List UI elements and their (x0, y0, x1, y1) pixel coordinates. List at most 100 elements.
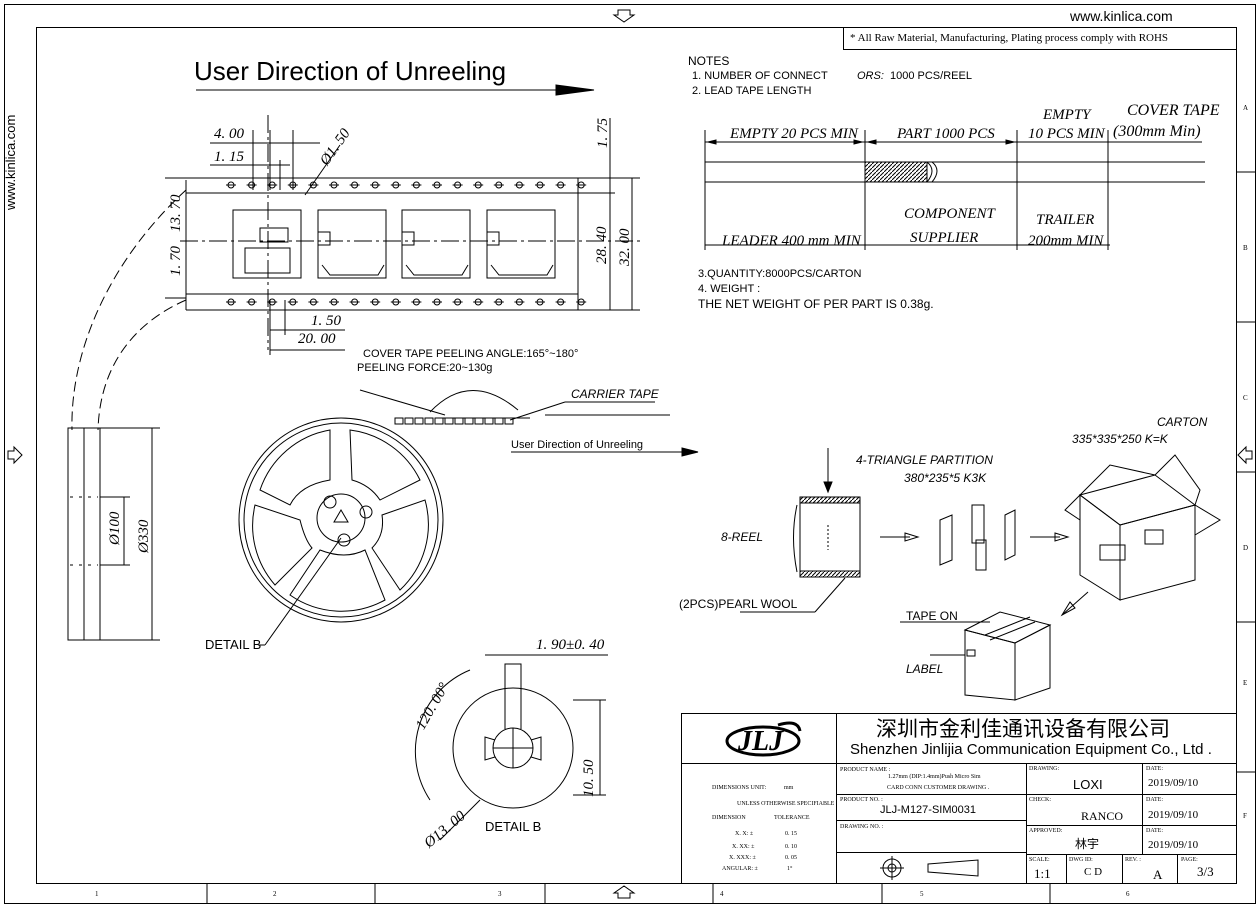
partition-label: 4-TRIANGLE PARTITION (856, 453, 993, 467)
product-no-value: JLJ-M127-SIM0031 (880, 804, 976, 816)
date2-value: 2019/09/10 (1148, 809, 1199, 821)
detail-b-label-1: DETAIL B (205, 637, 262, 652)
grid-bottom-1: 1 (95, 890, 99, 898)
note-item-1b: ORS: (857, 70, 884, 82)
svg-text:JLJ: JLJ (737, 726, 784, 757)
pearl-wool-label: (2PCS)PEARL WOOL (679, 597, 798, 611)
dimension-header: DIMENSION (712, 815, 746, 821)
note-item-4: 4. WEIGHT : (698, 283, 761, 295)
date1-label: DATE: (1146, 766, 1163, 772)
tol-row-4-d: ANGULAR: ± (722, 866, 758, 872)
peel-force-label: PEELING FORCE:20~130g (357, 362, 493, 374)
dim-28-40: 28. 40 (594, 226, 610, 265)
side-website-text: www.kinlica.com (3, 114, 18, 210)
tol-row-3-t: 0. 05 (785, 855, 797, 861)
grid-bottom-4: 4 (720, 890, 724, 898)
main-title: User Direction of Unreeling (194, 56, 507, 86)
product-name-label: PRODUCT NAME : (840, 767, 891, 773)
rohs-box (843, 27, 1237, 50)
grid-bottom-2: 2 (273, 890, 277, 898)
outer-border (4, 4, 1256, 904)
notes-heading: NOTES (688, 54, 730, 68)
tol-row-2-t: 0. 10 (785, 844, 797, 850)
tape-trailer-2: 200mm MIN (1028, 233, 1104, 249)
carton-size-label: 335*335*250 K=K (1072, 432, 1168, 446)
grid-right-e: E (1243, 679, 1248, 687)
date3-value: 2019/09/10 (1148, 839, 1199, 851)
dim-20-00: 20. 00 (298, 331, 336, 347)
date1-value: 2019/09/10 (1148, 777, 1199, 789)
unless-spec: UNLESS OTHERWISE SPECIFIABLE (737, 801, 835, 807)
dim-dia-100: Ø100 (107, 511, 123, 545)
peel-angle-label: COVER TAPE PEELING ANGLE:165°~180° (363, 348, 579, 360)
tol-row-4-t: 1° (787, 866, 793, 872)
tape-empty-top: EMPTY 20 PCS MIN (730, 126, 858, 142)
rohs-note: * All Raw Material, Manufacturing, Plati… (850, 32, 1169, 44)
page-cell (1177, 854, 1237, 884)
projection-symbol-icon (880, 856, 979, 880)
carrier-tape-label: CARRIER TAPE (571, 387, 659, 401)
dim-13-70: 13. 70 (168, 194, 184, 233)
tolerance-cell (681, 763, 837, 884)
label-label: LABEL (906, 662, 944, 676)
dim-4-00: 4. 00 (214, 126, 244, 142)
note-item-1c: 1000 PCS/REEL (890, 70, 972, 82)
dwg-id-label: DWG ID: (1069, 857, 1093, 863)
page-label: PAGE: (1181, 857, 1198, 863)
dim-unit-label: DIMENSIONS UNIT: (712, 785, 767, 791)
check-value: RANCO (1081, 809, 1124, 823)
dim-1-75: 1. 75 (595, 118, 611, 148)
note-item-2: 2. LEAD TAPE LENGTH (692, 85, 812, 97)
user-direction-small: User Direction of Unreeling (511, 439, 644, 451)
tape-empty-right-1: EMPTY (1043, 107, 1091, 123)
dim-1-90: 1. 90±0. 40 (536, 637, 605, 653)
tol-row-3-d: X. XXX: ± (729, 855, 756, 861)
approved-value: 林宇 (1075, 837, 1100, 851)
dim-1-70: 1. 70 (168, 246, 184, 276)
rev-value: A (1153, 867, 1163, 882)
tol-row-1-t: 0. 15 (785, 831, 797, 837)
approved-label: APPROVED: (1029, 828, 1063, 834)
note-item-1a: 1. NUMBER OF CONNECT (692, 70, 828, 82)
dim-32-00: 32. 00 (617, 228, 633, 267)
grid-right-f: F (1243, 812, 1247, 820)
dim-1-15: 1. 15 (214, 149, 244, 165)
tape-component-1: COMPONENT (904, 206, 995, 222)
tape-part: PART 1000 PCS (897, 126, 995, 142)
website-text[interactable]: www.kinlica.com (1070, 8, 1173, 24)
tape-empty-right-2: 10 PCS MIN (1028, 126, 1105, 142)
dim-dia-330: Ø330 (136, 519, 152, 553)
date3-label: DATE: (1146, 828, 1163, 834)
note-item-3: 3.QUANTITY:8000PCS/CARTON (698, 268, 862, 280)
note-item-5: THE NET WEIGHT OF PER PART IS 0.38g. (698, 297, 934, 311)
drawing-by-value: LOXI (1073, 777, 1103, 792)
date2-label: DATE: (1146, 797, 1163, 803)
product-name-2: CARD CONN CUSTOMER DRAWING . (887, 785, 990, 791)
dim-1-50: 1. 50 (311, 313, 341, 329)
company-logo-icon: JLJ (725, 721, 802, 757)
tape-on-label: TAPE ON (906, 609, 958, 623)
grid-bottom-6: 6 (1126, 890, 1130, 898)
drawing-by-label: DRAWING: (1029, 766, 1060, 772)
scale-label: SCALE: (1029, 857, 1050, 863)
grid-bottom-3: 3 (498, 890, 502, 898)
scale-value: 1:1 (1034, 866, 1051, 881)
reel8-label: 8-REEL (721, 530, 764, 544)
dwg-id-value: C D (1084, 866, 1103, 878)
carton-label: CARTON (1157, 415, 1208, 429)
rev-label: REV. : (1125, 857, 1141, 863)
company-name-cn: 深圳市金利佳通讯设备有限公司 (876, 717, 1170, 741)
grid-right-d: D (1243, 544, 1249, 552)
dim-unit-value: mm (784, 785, 794, 791)
grid-right-b: B (1243, 244, 1248, 252)
detail-b-label-2: DETAIL B (485, 819, 542, 834)
product-name-1: 1.27mm (DIP:1.4mm)Push Micro Sim (888, 774, 981, 780)
tolerance-header: TOLERANCE (774, 815, 810, 821)
tol-row-2-d: X. XX: ± (732, 844, 755, 850)
drawing-frame (36, 27, 1237, 884)
tape-leader: LEADER 400 mm MIN (722, 233, 861, 249)
company-name-en: Shenzhen Jinlijia Communication Equipmen… (850, 741, 1212, 758)
grid-right-a: A (1243, 104, 1249, 112)
product-no-label: PRODUCT NO. : (840, 797, 883, 803)
grid-right-c: C (1243, 394, 1248, 402)
